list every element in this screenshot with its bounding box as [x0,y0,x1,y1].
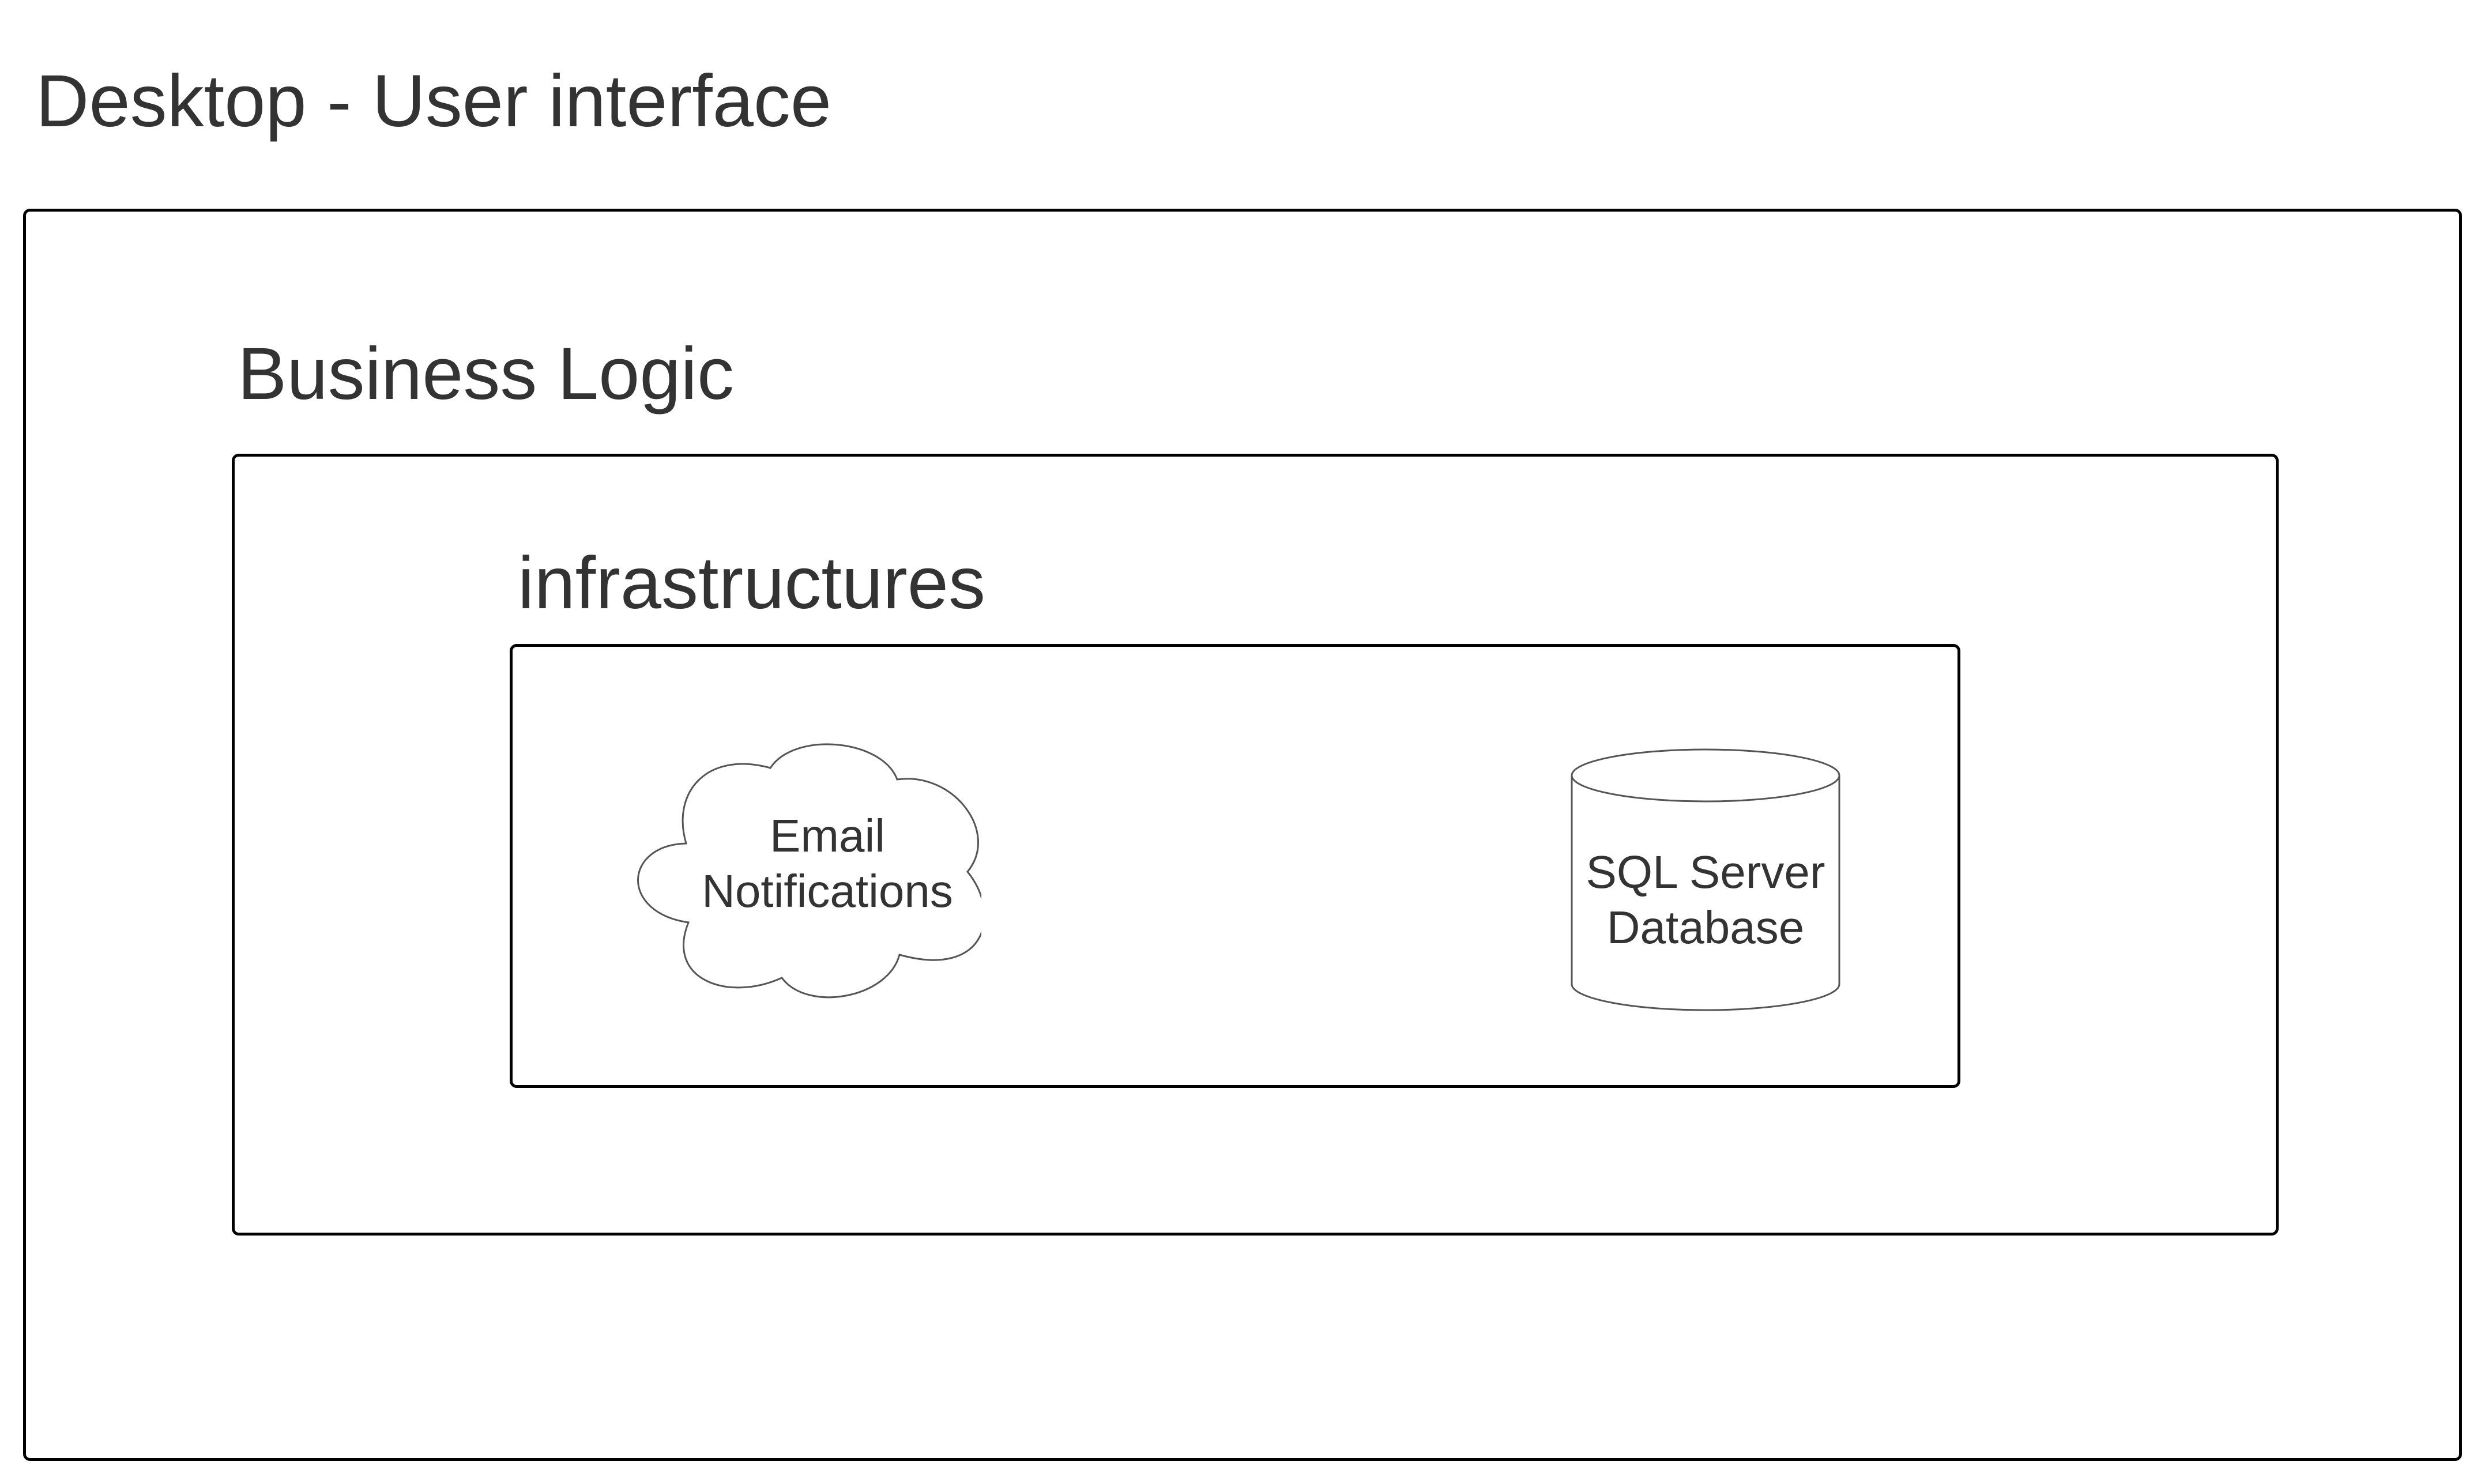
infrastructures-layer-title: infrastructures [518,542,985,624]
email-notifications-label-line1: Email [769,810,886,861]
business-logic-layer-title: Business Logic [238,333,734,415]
sql-server-database-cylinder-icon [1571,748,1840,1011]
desktop-ui-layer-title: Desktop - User interface [36,60,832,142]
desktop-ui-layer-frame [23,209,2462,1461]
infrastructures-layer-frame [510,644,1960,1088]
business-logic-layer-frame [232,454,2279,1236]
sql-server-database-label-line1: SQL Server [1586,846,1825,898]
email-notifications-cloud-icon [637,743,981,999]
email-notifications-label: Email Notifications [663,808,992,919]
email-notifications-label-line2: Notifications [702,865,953,917]
sql-server-database-label-line2: Database [1606,902,1805,953]
sql-server-database-label: SQL Server Database [1570,845,1841,955]
